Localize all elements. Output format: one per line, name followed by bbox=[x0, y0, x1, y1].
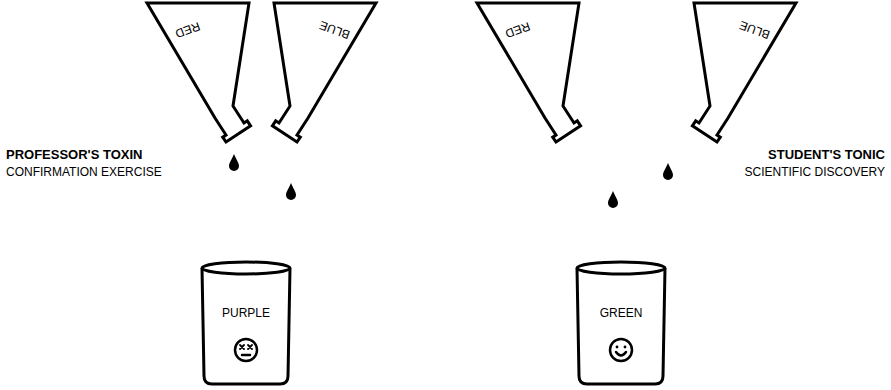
beaker-outline bbox=[573, 258, 669, 388]
scene-subtitle: SCIENTIFIC DISCOVERY bbox=[745, 166, 885, 180]
flask-shape bbox=[147, 3, 251, 142]
drop bbox=[663, 163, 673, 180]
flask: BLUE bbox=[688, 0, 798, 145]
flask-shape bbox=[272, 3, 376, 142]
flask-outline bbox=[145, 0, 255, 145]
beaker-shape bbox=[577, 268, 665, 384]
flask-outline bbox=[475, 0, 585, 145]
beaker-rim bbox=[202, 262, 290, 274]
drop bbox=[229, 154, 239, 171]
beaker-rim bbox=[577, 262, 665, 274]
beaker-shape bbox=[202, 268, 290, 384]
flask: RED bbox=[145, 0, 255, 145]
dead-face-icon bbox=[235, 339, 257, 361]
flask-shape bbox=[692, 3, 796, 142]
flask: BLUE bbox=[268, 0, 378, 145]
scene-subtitle: CONFIRMATION EXERCISE bbox=[6, 166, 162, 180]
drop bbox=[286, 183, 296, 200]
flask: RED bbox=[475, 0, 585, 145]
scene-title: PROFESSOR'S TOXIN bbox=[6, 148, 143, 163]
scene-title: STUDENT'S TONIC bbox=[768, 148, 885, 163]
beaker: PURPLE bbox=[198, 258, 294, 388]
beaker-label: GREEN bbox=[600, 307, 643, 319]
flask-shape bbox=[477, 3, 581, 142]
beaker-label: PURPLE bbox=[222, 307, 270, 319]
smiley-face-icon bbox=[610, 339, 632, 361]
drop bbox=[608, 191, 618, 208]
beaker: GREEN bbox=[573, 258, 669, 388]
beaker-outline bbox=[198, 258, 294, 388]
